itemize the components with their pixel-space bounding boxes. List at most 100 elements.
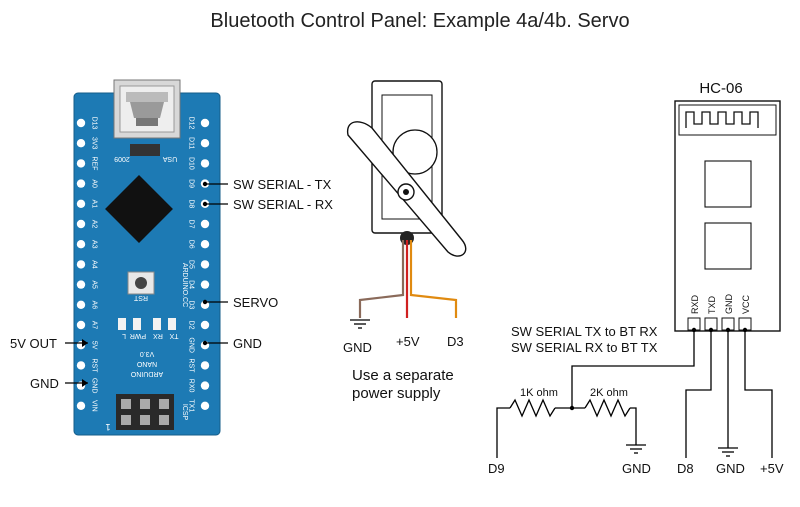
hc06-pin-gnd: GND xyxy=(724,294,734,315)
label-hc06-gnd: GND xyxy=(716,461,745,476)
nano-pin-hole xyxy=(200,401,210,410)
nano-pin-hole xyxy=(76,401,86,410)
nano-pin-hole xyxy=(76,260,86,269)
hc06-chip-1 xyxy=(704,160,752,208)
nano-pin-hole xyxy=(200,219,210,229)
nano-pin-hole xyxy=(76,118,86,128)
hc06-pin-vcc: VCC xyxy=(741,294,751,314)
page-title: Bluetooth Control Panel: Example 4a/4b. … xyxy=(210,10,629,32)
nano-pin-label: D3 xyxy=(188,300,195,309)
servo-wire-signal xyxy=(409,240,458,318)
nano-pin-label: TX1 xyxy=(188,399,195,412)
hc06-pin-txd: TXD xyxy=(707,295,717,314)
hc06-wiring xyxy=(571,327,773,458)
year-label: 2009 xyxy=(114,155,130,162)
arduino-connection-labels: SW SERIAL - TX SW SERIAL - RX SERVO GND … xyxy=(10,177,333,391)
label-gnd-right: GND xyxy=(233,336,262,351)
servo-label-gnd: GND xyxy=(343,340,372,355)
divider-ground-symbol-icon xyxy=(626,444,646,454)
resistor-2k-label: 2K ohm xyxy=(590,387,628,399)
servo-note-line2: power supply xyxy=(352,385,441,402)
voltage-divider: 1K ohm 2K ohm xyxy=(496,387,646,458)
model-label-nano: NANO xyxy=(136,360,157,367)
pin-one-label: 1 xyxy=(105,422,110,432)
reset-button-icon xyxy=(127,271,155,295)
nano-pin-label: D7 xyxy=(188,220,195,229)
nano-pin-hole xyxy=(200,118,210,128)
brand-label: ARDUINO.CC xyxy=(181,263,188,307)
nano-pin-label: D10 xyxy=(188,157,195,170)
resistor-1k-label: 1K ohm xyxy=(520,387,558,399)
nano-pin-hole xyxy=(76,300,86,309)
led-label-tx: TX xyxy=(169,332,178,339)
servo-wire-ground xyxy=(358,240,405,318)
nano-pin-hole xyxy=(76,179,86,188)
resistor-1k-icon xyxy=(509,398,556,418)
nano-pin-hole xyxy=(76,199,86,208)
hc06-pin-rxd: RXD xyxy=(690,294,700,314)
label-hc06-5v: +5V xyxy=(760,461,784,476)
nano-pin-label: A2 xyxy=(91,220,98,229)
servo-label-d3: D3 xyxy=(447,334,464,349)
nano-pin-label: VIN xyxy=(91,400,98,412)
nano-pin-label: D6 xyxy=(188,240,195,249)
nano-pin-label: A5 xyxy=(91,280,98,289)
antenna-trace-icon xyxy=(685,111,759,128)
label-servo: SERVO xyxy=(233,295,278,310)
label-sw-serial-rx: SW SERIAL - RX xyxy=(233,197,333,212)
regulator-chip xyxy=(130,144,160,156)
nano-pin-label: GND xyxy=(91,378,98,394)
nano-pin-hole xyxy=(76,280,86,289)
hc06-pin-header xyxy=(687,317,752,331)
nano-pin-label: GND xyxy=(188,337,195,353)
ground-symbol-icon xyxy=(350,319,370,329)
led-label-l: L xyxy=(122,332,126,339)
nano-pin-hole xyxy=(200,381,210,390)
hc06-title: HC-06 xyxy=(699,80,742,97)
nano-pin-label: D2 xyxy=(188,321,195,330)
nano-pin-hole xyxy=(200,159,210,168)
arduino-nano-board: 2009 USA RST ARDUINO.CC L PWR RX TX V3.0… xyxy=(73,79,221,436)
nano-pin-label: D5 xyxy=(188,260,195,269)
nano-pin-hole xyxy=(76,361,86,370)
nano-pin-label: A7 xyxy=(91,321,98,330)
servo-label-5v: +5V xyxy=(396,334,420,349)
nano-pin-hole xyxy=(200,240,210,249)
rst-label: RST xyxy=(133,294,148,301)
servo-motor: GND +5V D3 Use a separate power supply xyxy=(343,80,467,402)
nano-pin-label: RST xyxy=(188,358,195,373)
servo-note-line1: Use a separate xyxy=(352,367,454,384)
hc06-chip-2 xyxy=(704,222,752,270)
icsp-label: ICSP xyxy=(181,404,188,421)
nano-pin-hole xyxy=(76,139,86,148)
nano-pin-label: 3V3 xyxy=(91,137,98,150)
nano-pin-hole xyxy=(200,280,210,289)
nano-pin-label: A3 xyxy=(91,240,98,249)
nano-pin-label: RX0 xyxy=(188,379,195,393)
nano-pin-label: A6 xyxy=(91,301,98,310)
nano-pin-label: D4 xyxy=(188,280,195,289)
version-label: V3.0 xyxy=(140,350,155,357)
nano-pin-hole xyxy=(200,300,210,309)
label-d9: D9 xyxy=(488,461,505,476)
nano-pin-label: D8 xyxy=(188,199,195,208)
led-label-rx: RX xyxy=(153,332,163,339)
nano-pin-hole xyxy=(200,361,210,370)
icsp-header xyxy=(116,394,174,430)
label-5v-out: 5V OUT xyxy=(10,336,57,351)
nano-pin-label: A1 xyxy=(91,200,98,209)
label-sw-serial-tx: SW SERIAL - TX xyxy=(233,177,332,192)
nano-pin-label: D12 xyxy=(188,117,195,130)
hc06-bluetooth-module: HC-06 RXD TXD GND VCC xyxy=(674,80,781,332)
usb-connector-icon xyxy=(113,79,181,139)
nano-pin-hole xyxy=(76,320,86,330)
nano-pin-label: D11 xyxy=(188,137,195,149)
servo-gear-housing xyxy=(392,129,438,175)
nano-pin-hole xyxy=(76,219,86,229)
nano-pin-label: A4 xyxy=(91,260,98,269)
label-gnd-left: GND xyxy=(30,376,59,391)
status-leds xyxy=(118,318,176,330)
usa-label: USA xyxy=(162,155,177,162)
